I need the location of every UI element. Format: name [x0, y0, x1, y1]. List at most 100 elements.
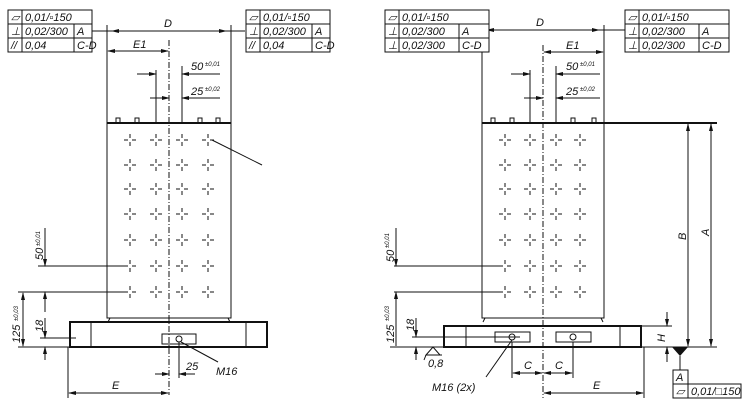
fcf-value: 0,04: [263, 40, 284, 52]
left-dim-E: E: [112, 380, 120, 392]
fcf-value: 0,02/300: [263, 26, 307, 38]
right-tol-50: ±0,01: [580, 62, 595, 68]
left-dim-50-vertical: 50: [34, 247, 46, 260]
hole-cross-icon: [524, 208, 536, 220]
hole-cross-icon: [574, 234, 586, 246]
hole-cross-icon: [524, 260, 536, 272]
hole-cross-icon: [150, 208, 162, 220]
right-dim-50: 50: [566, 61, 579, 73]
hole-cross-icon: [550, 286, 562, 298]
roughness-value: 0,8: [428, 358, 444, 370]
fcf-value: 0,01/▫150: [25, 12, 73, 24]
hole-cross-icon: [550, 260, 562, 272]
right-dim-D: D: [536, 17, 544, 29]
hole-cross-icon: [550, 159, 562, 171]
right-dim-C1: C: [524, 360, 532, 372]
hole-cross-icon: [550, 183, 562, 195]
left-leader: [211, 139, 263, 166]
hole-cross-icon: [574, 286, 586, 298]
fcf-symbol: ▱: [249, 12, 259, 24]
hole-cross-icon: [550, 134, 562, 146]
right-dim-H: H: [656, 334, 668, 342]
left-tol-50: ±0,01: [205, 62, 220, 68]
hole-cross-icon: [202, 159, 214, 171]
hole-cross-icon: [524, 234, 536, 246]
left-dim-18: 18: [34, 319, 46, 332]
right-dim-125: 125: [385, 324, 397, 343]
fcf-symbol: ⊥: [628, 40, 638, 52]
fcf-symbol: ▱: [628, 12, 638, 24]
hole-cross-icon: [150, 183, 162, 195]
hole-cross-icon: [124, 134, 136, 146]
left-dim-50: 50: [191, 61, 204, 73]
hole-cross-icon: [550, 234, 562, 246]
left-dim-25-bottom: 25: [185, 361, 199, 373]
hole-cross-icon: [574, 183, 586, 195]
datum-fcf-symbol: ▱: [676, 386, 686, 398]
hole-cross-icon: [202, 234, 214, 246]
hole-cross-icon: [574, 208, 586, 220]
left-view: D E1 50 ±0,01 25 ±0,02 50 ±0,01 125 ±0,0…: [11, 18, 268, 398]
right-hole-grid: [499, 134, 586, 298]
fcf-datum: C-D: [702, 40, 722, 52]
hole-cross-icon: [124, 208, 136, 220]
hole-cross-icon: [150, 286, 162, 298]
datum-letter: A: [675, 372, 683, 384]
right-thread-label: M16 (2x): [432, 382, 476, 394]
fcf-value: 0,01/▫150: [263, 12, 311, 24]
hole-cross-icon: [202, 286, 214, 298]
hole-cross-icon: [499, 208, 511, 220]
hole-cross-icon: [574, 134, 586, 146]
hole-cross-icon: [524, 183, 536, 195]
fcf-value: 0,02/300: [642, 26, 686, 38]
left-base: [69, 321, 268, 348]
hole-cross-icon: [124, 159, 136, 171]
datum-fcf-value: 0,01/□150: [691, 386, 741, 398]
fcf-value: 0,04: [25, 40, 46, 52]
datum-triangle: [672, 347, 688, 356]
hole-cross-icon: [499, 183, 511, 195]
fcf-symbol: //: [248, 40, 256, 52]
hole-cross-icon: [202, 208, 214, 220]
right-dim-50-vertical: 50: [385, 249, 397, 262]
hole-cross-icon: [176, 159, 188, 171]
hole-cross-icon: [574, 159, 586, 171]
hole-cross-icon: [550, 208, 562, 220]
right-tol-50-vertical: ±0,01: [385, 233, 391, 248]
right-dim-E: E: [593, 380, 601, 392]
left-m16-hole: [175, 335, 183, 343]
hole-cross-icon: [176, 183, 188, 195]
hole-cross-icon: [524, 159, 536, 171]
hole-cross-icon: [176, 286, 188, 298]
fcf-datum: C-D: [315, 40, 335, 52]
fcf-datum: C-D: [462, 40, 482, 52]
fcf-value: 0,02/300: [402, 26, 446, 38]
hole-cross-icon: [124, 234, 136, 246]
left-tol-25: ±0,02: [205, 87, 221, 93]
fcf-datum: A: [76, 26, 84, 38]
fcf-symbol: ▱: [11, 12, 21, 24]
right-view: D E1 50 ±0,01 25 ±0,02 50 ±0,01 125 ±0,0…: [385, 17, 742, 399]
hole-cross-icon: [524, 134, 536, 146]
hole-cross-icon: [202, 183, 214, 195]
hole-cross-icon: [574, 260, 586, 272]
hole-cross-icon: [150, 159, 162, 171]
hole-cross-icon: [202, 260, 214, 272]
left-hole-grid: [124, 134, 214, 298]
roughness-symbol: [423, 346, 442, 361]
hole-cross-icon: [150, 134, 162, 146]
hole-cross-icon: [499, 234, 511, 246]
feature-control-frames: ▱ 0,01/▫150 ⊥ 0,02/300 A // 0,04 C-D ▱ 0,01/▫150 ⊥…: [7, 9, 730, 53]
fcf-value: 0,01/▫150: [642, 12, 690, 24]
hole-cross-icon: [124, 183, 136, 195]
left-dim-D: D: [164, 18, 172, 30]
fcf-value: 0,02/300: [25, 26, 69, 38]
right-dim-B: B: [677, 233, 689, 240]
right-dim-18: 18: [405, 318, 417, 331]
right-tol-125: ±0,03: [385, 305, 391, 321]
hole-cross-icon: [176, 234, 188, 246]
fcf-symbol: ⊥: [11, 26, 21, 38]
hole-cross-icon: [150, 260, 162, 272]
right-tol-25: ±0,02: [580, 87, 596, 93]
